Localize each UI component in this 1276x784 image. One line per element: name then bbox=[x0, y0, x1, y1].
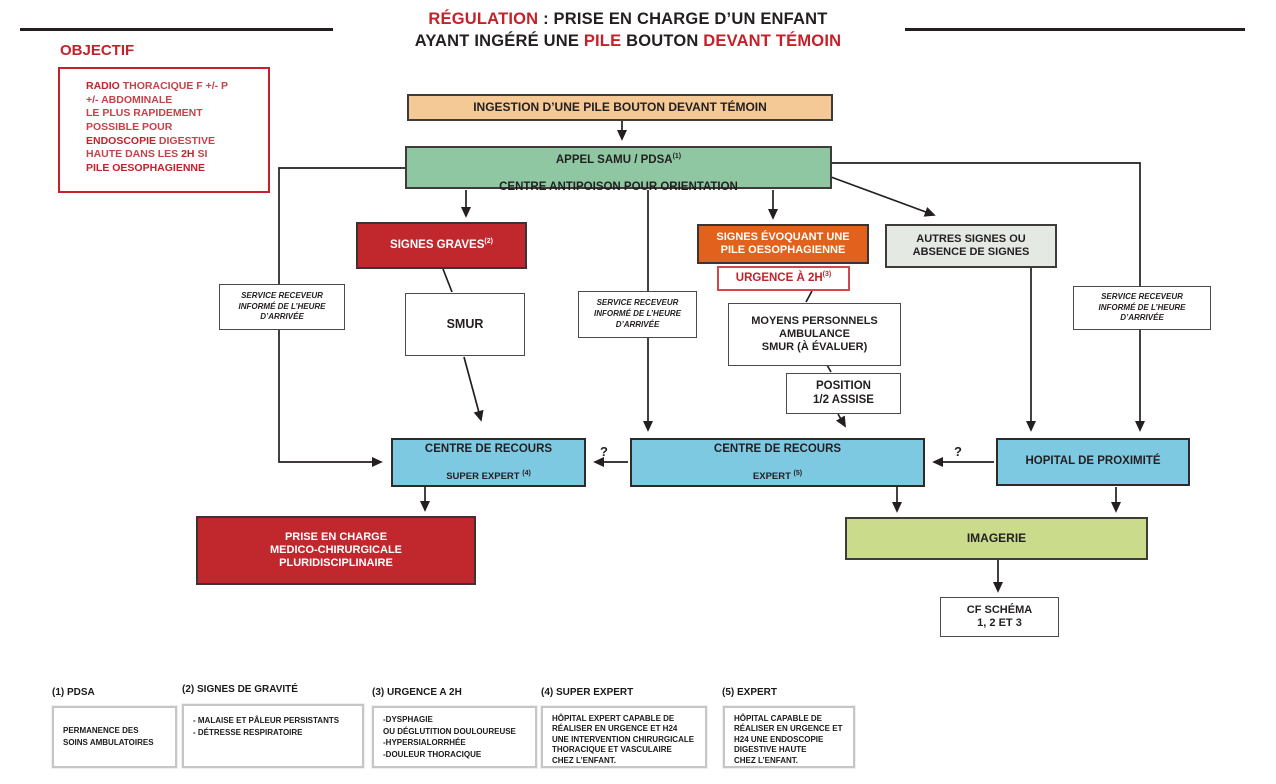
title-pile: PILE bbox=[583, 32, 622, 51]
title-part3: BOUTON bbox=[621, 32, 704, 51]
title-regulation: RÉGULATION bbox=[428, 10, 539, 28]
note-4-body: HÔPITAL EXPERT CAPABLE DE RÉALISER EN UR… bbox=[540, 705, 708, 769]
node-prise-en-charge: PRISE EN CHARGE MEDICO-CHIRURGICALE PLUR… bbox=[196, 516, 476, 585]
node-cf-schema: CF SCHÉMA 1, 2 ET 3 bbox=[940, 597, 1059, 637]
title-devant-temoin: DEVANT TÉMOIN bbox=[703, 32, 842, 51]
node-centre-recours-expert: CENTRE DE RECOURS EXPERT (5) bbox=[630, 438, 925, 487]
question-mark-left: ? bbox=[600, 444, 608, 459]
title-rule-left bbox=[20, 28, 333, 31]
node-moyens-personnels: MOYENS PERSONNELS AMBULANCE SMUR (À ÉVAL… bbox=[728, 303, 901, 366]
note-3-label: (3) URGENCE A 2H bbox=[372, 687, 462, 698]
node-signes-graves: SIGNES GRAVES(2) bbox=[356, 222, 527, 269]
note-3-body: -DYSPHAGIE OU DÉGLUTITION DOULOUREUSE -H… bbox=[371, 705, 538, 769]
node-ingestion: INGESTION D’UNE PILE BOUTON DEVANT TÉMOI… bbox=[407, 94, 833, 121]
node-imagerie: IMAGERIE bbox=[845, 517, 1148, 560]
note-1-label: (1) PDSA bbox=[52, 687, 95, 698]
node-urgence-2h: URGENCE À 2H(3) bbox=[717, 266, 850, 291]
service-receveur-right: SERVICE RECEVEUR INFORMÉ DE L’HEURE D’AR… bbox=[1073, 286, 1211, 330]
objectif-box: RADIO THORACIQUE F +/- P +/- ABDOMINALE … bbox=[58, 67, 270, 193]
node-smur: SMUR bbox=[405, 293, 525, 356]
note-1-body: PERMANENCE DES SOINS AMBULATOIRES bbox=[51, 705, 178, 769]
page-title: RÉGULATION : PRISE EN CHARGE D’UN ENFANT… bbox=[338, 8, 918, 53]
title-part2: AYANT INGÉRÉ UNE bbox=[414, 32, 584, 51]
title-rule-right bbox=[905, 28, 1245, 31]
note-5-label: (5) EXPERT bbox=[722, 687, 778, 698]
node-autres-signes: AUTRES SIGNES OU ABSENCE DE SIGNES bbox=[885, 224, 1057, 268]
ref-3: (3) bbox=[822, 270, 832, 278]
ref-1: (1) bbox=[672, 152, 682, 160]
node-appel-samu: APPEL SAMU / PDSA(1) CENTRE ANTIPOISON P… bbox=[405, 146, 832, 193]
service-receveur-left: SERVICE RECEVEUR INFORMÉ DE L’HEURE D’AR… bbox=[219, 284, 345, 330]
note-2-label: (2) SIGNES DE GRAVITÉ bbox=[182, 684, 298, 695]
node-hopital-proximite: HOPITAL DE PROXIMITÉ bbox=[996, 438, 1190, 486]
title-part1: : PRISE EN CHARGE D’UN ENFANT bbox=[538, 10, 828, 28]
objectif-heading: OBJECTIF bbox=[60, 42, 135, 59]
ref-5: (5) bbox=[793, 469, 803, 477]
question-mark-right: ? bbox=[954, 444, 962, 459]
ref-2: (2) bbox=[484, 237, 493, 245]
note-2-body: - MALAISE ET PÂLEUR PERSISTANTS - DÉTRES… bbox=[181, 703, 365, 769]
note-4-label: (4) SUPER EXPERT bbox=[541, 687, 634, 698]
node-centre-recours-super-expert: CENTRE DE RECOURS SUPER EXPERT (4) bbox=[391, 438, 586, 487]
service-receveur-mid: SERVICE RECEVEUR INFORMÉ DE L’HEURE D’AR… bbox=[578, 291, 697, 338]
node-position-assise: POSITION 1/2 ASSISE bbox=[786, 373, 901, 414]
node-signes-evoquant: SIGNES ÉVOQUANT UNE PILE OESOPHAGIENNE bbox=[697, 224, 869, 264]
ref-4: (4) bbox=[522, 469, 531, 477]
note-5-body: HÔPITAL CAPABLE DE RÉALISER EN URGENCE E… bbox=[722, 705, 856, 769]
